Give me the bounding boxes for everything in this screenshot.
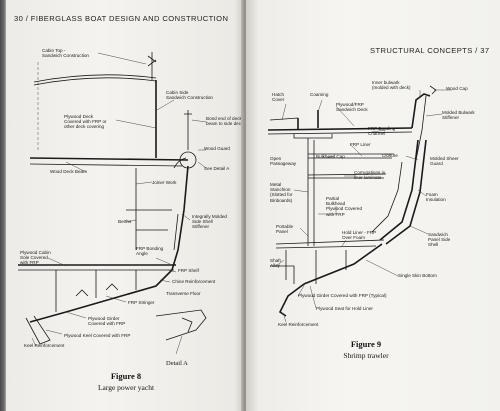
label-see-detail: See Detail A: [204, 166, 230, 171]
label-metal-stanchion: Metal Stanchion (Slotted for Binboards): [270, 182, 293, 203]
figure-9-caption: Shrimp trawler: [343, 351, 389, 360]
figure-8-caption: Large power yacht: [97, 383, 155, 392]
label-plywood-deck: Plywood Deck Covered with FRP or other d…: [64, 114, 107, 130]
label-plywood-frp-deck: Plywood/FRP Sandwich Deck: [336, 102, 368, 113]
figure-9-drawing: [267, 85, 452, 323]
label-wood-guard: Wood Guard: [204, 146, 230, 151]
label-plywood-cabin-sole: Plywood Cabin Sole Covered with FRP: [20, 250, 51, 266]
label-frp-liner: FRP Liner: [350, 142, 371, 147]
figure-8-number: Figure 8: [110, 371, 142, 381]
label-closure: Closure: [382, 153, 398, 158]
label-transverse-floor: Transverse Floor: [166, 291, 201, 296]
label-molded-bulwark: Molded Bulwark Stiffener: [442, 110, 475, 121]
label-plywood-girder-typical: Plywood Girder Covered with FRP (Typical…: [298, 293, 387, 298]
label-open-passageway: Open Passageway: [270, 156, 297, 167]
label-berths: Berths: [118, 219, 132, 224]
label-molded-sheer-guard: Molded Sheer Guard: [430, 156, 459, 167]
label-hatch-cover: Hatch Cover: [272, 92, 285, 103]
label-bond-end-beam: Bond end of deck beam to side deck: [206, 116, 244, 127]
label-portable-panel: Portable Panel: [276, 224, 294, 235]
label-foam-insulation: Foam Insulation: [426, 192, 446, 203]
label-inner-bulwark: Inner bulwark (molded with deck): [372, 80, 411, 91]
left-page-header: 30 / FIBERGLASS BOAT DESIGN AND CONSTRUC…: [14, 14, 229, 23]
figure-9-number: Figure 9: [350, 339, 382, 349]
label-plywood-seat: Plywood Seat for Hold Liner: [316, 306, 373, 311]
label-bulkhead-cap: Bulkhead Cap: [316, 154, 345, 159]
right-page: STRUCTURAL CONCEPTS / 37: [246, 0, 500, 411]
label-coaming: Coaming: [310, 92, 329, 97]
label-wood-cap: Wood Cap: [446, 86, 468, 91]
left-page: 30 / FIBERGLASS BOAT DESIGN AND CONSTRUC…: [6, 0, 244, 411]
label-plywood-girder: Plywood Girder Covered with FRP: [88, 316, 126, 327]
label-plywood-keel: Plywood Keel Covered with FRP: [64, 333, 131, 338]
detail-a-label: Detail A: [166, 360, 188, 367]
book-gutter: [241, 0, 249, 411]
label-partial-bulkhead: Partial Bulkhead Plywood Covered with FR…: [326, 196, 363, 217]
label-integral-stiffener: Integrally Molded Side Shell Stiffener: [192, 214, 227, 230]
label-joiner-work: Joiner Work: [152, 180, 177, 185]
label-corrugations: Corrugations in liner laminate: [354, 170, 386, 181]
label-shaft-alley: Shaft Alley: [270, 258, 281, 269]
label-keel-reinforcement-right: Keel Reinforcement: [278, 322, 319, 327]
label-frp-bonding-angle: FRP Bonding Angle: [136, 246, 164, 257]
label-sandwich-panel: Sandwich Panel Side Shell: [428, 232, 451, 248]
label-frp-bonding-channel: FRP Bonding Channel: [368, 126, 396, 137]
label-keel-reinforcement-left: Keel Reinforcement: [24, 343, 65, 348]
figure-8-drawing: [18, 52, 207, 355]
label-chine-reinforcement: Chine Reinforcement: [172, 279, 216, 284]
label-cabin-top: Cabin Top - Sandwich Construction: [42, 48, 89, 59]
label-hold-liner: Hold Liner - FRP Over Foam: [342, 230, 377, 241]
label-wood-deck-beam: Wood Deck Beam: [50, 169, 87, 174]
label-frp-shelf: FRP Shelf: [178, 268, 199, 273]
label-frp-stringer: FRP Stringer: [128, 300, 155, 305]
right-page-header: STRUCTURAL CONCEPTS / 37: [370, 46, 490, 55]
label-single-skin: Single Skin Bottom: [398, 273, 437, 278]
label-cabin-side: Cabin Side Sandwich Construction: [166, 90, 213, 101]
